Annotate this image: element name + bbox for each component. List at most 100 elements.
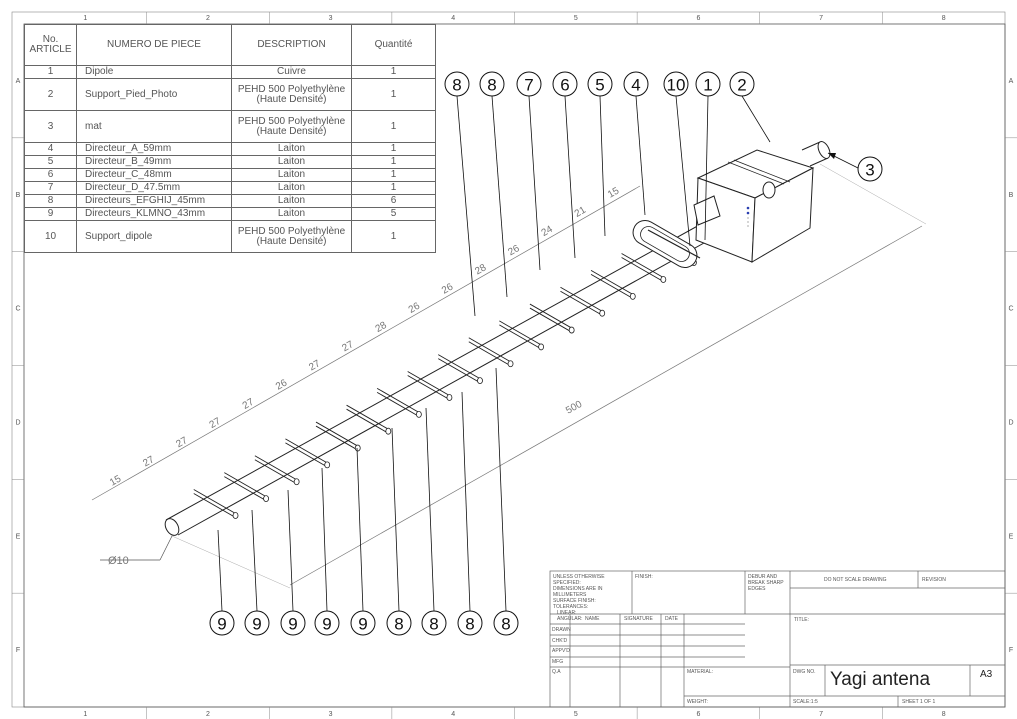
bom-cell-description: Laiton <box>231 142 352 156</box>
overall-length-label: 500 <box>564 399 584 417</box>
zone-row-label: F <box>1009 647 1013 654</box>
balloon-number: 4 <box>631 76 640 95</box>
zone-row-label: E <box>16 533 21 540</box>
director-rod <box>224 472 269 503</box>
zone-column-label: 2 <box>206 711 210 718</box>
spacing-label: 28 <box>473 262 489 277</box>
balloon-top: 8 <box>444 71 476 317</box>
role-checked: CHK'D <box>552 638 568 644</box>
zone-column-label: 8 <box>942 711 946 718</box>
role-approved: APPV'D <box>552 648 570 654</box>
bom-cell-quantity: 1 <box>351 110 436 143</box>
bom-cell-description: Laiton <box>231 194 352 208</box>
director-rod <box>193 489 239 519</box>
balloon-bottom: 9 <box>280 489 306 636</box>
balloon-top: 6 <box>552 71 578 259</box>
bom-cell-quantity: 1 <box>351 142 436 156</box>
bom-header-row: No. ARTICLE NUMERO DE PIECE DESCRIPTION … <box>24 24 436 66</box>
balloon-number: 10 <box>667 76 686 95</box>
bom-cell-part: Directeurs_EFGHIJ_45mm <box>76 194 232 208</box>
zone-row-label: D <box>1008 419 1013 426</box>
boom <box>164 217 723 536</box>
director-rod <box>621 253 667 283</box>
director-rod <box>346 404 392 435</box>
balloon-number: 9 <box>217 615 226 634</box>
spacing-label: 27 <box>307 358 323 373</box>
bom-cell-no: 9 <box>24 207 77 221</box>
balloon-number: 9 <box>358 615 367 634</box>
bom-cell-quantity: 1 <box>351 78 436 111</box>
balloon-top: 10 <box>663 71 691 247</box>
bom-cell-part: mat <box>76 110 232 143</box>
zone-ticks <box>12 12 1017 719</box>
balloon-bottom: 8 <box>386 427 412 636</box>
director-elements <box>193 236 697 519</box>
diameter-label: Ø10 <box>108 555 129 567</box>
balloon-number: 8 <box>487 76 496 95</box>
note-line: TOLERANCES: <box>553 604 589 610</box>
balloon-bottom: 8 <box>457 391 483 636</box>
spacing-label: 27 <box>141 454 157 469</box>
director-rod <box>560 286 606 317</box>
spacing-label: 24 <box>540 224 556 239</box>
director-rod <box>376 387 422 418</box>
col-date: DATE <box>665 616 678 622</box>
drawing-title: Yagi antena <box>830 669 931 690</box>
spacing-label: 26 <box>506 243 522 258</box>
zone-column-label: 8 <box>942 15 946 22</box>
bom-header-quantity: Quantité <box>351 24 436 66</box>
director-rod <box>499 320 545 351</box>
balloon-top: 5 <box>587 71 613 237</box>
balloon-top: 2 <box>729 71 771 143</box>
mast <box>801 141 831 167</box>
zone-row-label: F <box>16 647 20 654</box>
balloon-top: 4 <box>623 71 649 216</box>
zone-column-label: 5 <box>574 711 578 718</box>
director-rod <box>254 455 300 486</box>
zone-column-label: 4 <box>451 711 455 718</box>
bom-cell-quantity: 1 <box>351 65 436 79</box>
role-drawn: DRAWN <box>552 627 571 633</box>
zone-column-label: 7 <box>819 711 823 718</box>
do-not-scale-note: DO NOT SCALE DRAWING <box>824 577 887 583</box>
balloon-mast-number: 3 <box>865 161 874 180</box>
director-rod <box>407 371 453 401</box>
dwg-no-label: DWG NO. <box>793 669 816 675</box>
bom-cell-part: Directeur_D_47.5mm <box>76 181 232 195</box>
col-signature: SIGNATURE <box>624 616 653 622</box>
balloon-top: 7 <box>516 71 542 271</box>
scale-label: SCALE:1:5 <box>793 699 818 705</box>
zone-row-label: E <box>1009 533 1014 540</box>
balloon-number: 9 <box>252 615 261 634</box>
bom-cell-part: Support_dipole <box>76 220 232 253</box>
bom-cell-quantity: 1 <box>351 181 436 195</box>
bom-cell-part: Directeur_B_49mm <box>76 155 232 169</box>
bom-cell-description: PEHD 500 Polyethylène (Haute Densité) <box>231 110 352 143</box>
balloon-bottom: 9 <box>209 529 235 636</box>
deburr-line: EDGES <box>748 586 766 592</box>
spacing-label: 27 <box>174 435 190 450</box>
balloon-top: 8 <box>479 71 508 298</box>
bom-cell-part: Support_Pied_Photo <box>76 78 232 111</box>
sheet-number: SHEET 1 OF 1 <box>902 699 936 705</box>
balloon-top: 1 <box>695 71 721 241</box>
note-line: LINEAR: <box>557 610 577 616</box>
director-rod <box>285 438 331 469</box>
bom-cell-description: Laiton <box>231 181 352 195</box>
balloon-number: 5 <box>595 76 604 95</box>
zone-column-label: 3 <box>329 15 333 22</box>
bom-cell-no: 1 <box>24 65 77 79</box>
balloon-bottom: 9 <box>350 447 376 636</box>
bom-cell-quantity: 6 <box>351 194 436 208</box>
bom-cell-description: Laiton <box>231 207 352 221</box>
note-line: DIMENSIONS ARE IN MILLIMETERS <box>553 586 603 598</box>
bom-header-part: NUMERO DE PIECE <box>76 24 232 66</box>
